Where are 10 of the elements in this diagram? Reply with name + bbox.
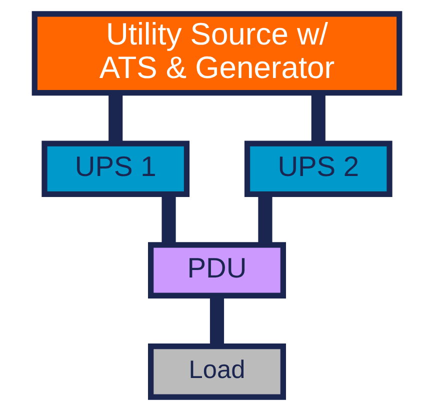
node-box: UPS 2 [244, 140, 392, 198]
connector [311, 93, 326, 143]
connector [258, 194, 272, 244]
node-box: Utility Source w/ ATS & Generator [32, 11, 402, 96]
connector [108, 93, 123, 143]
connector [210, 296, 224, 346]
node-box: PDU [148, 242, 286, 298]
node-box: Load [148, 344, 286, 400]
node-box: UPS 1 [42, 140, 190, 198]
connector [162, 194, 176, 244]
